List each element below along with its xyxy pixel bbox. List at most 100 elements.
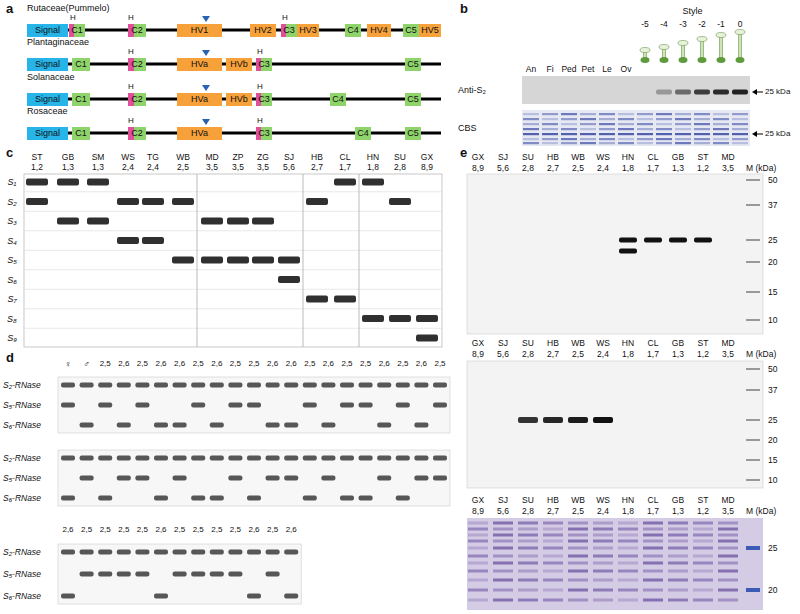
dna-band [362, 315, 384, 322]
protein-band [694, 138, 710, 140]
dna-band [154, 423, 168, 428]
lane-name: WS [596, 153, 610, 162]
protein-band [675, 138, 691, 140]
protein-band [543, 555, 563, 558]
pcr-gel [58, 450, 450, 506]
protein-band [656, 113, 672, 115]
axis-title: Style [682, 7, 702, 16]
protein-band [561, 128, 577, 130]
protein-band [518, 570, 538, 573]
protein-band [523, 133, 539, 135]
site-triangle [202, 85, 210, 91]
genotype: 2,6 [211, 360, 222, 368]
genotype: 2,5 [137, 526, 148, 534]
protein-band [542, 138, 558, 140]
protein-band [732, 123, 748, 125]
dna-band [87, 179, 109, 186]
protein-band [518, 547, 538, 550]
domain-label: C4 [332, 93, 344, 106]
genotype: 5,6 [497, 164, 509, 173]
dna-band [247, 550, 261, 555]
dna-band [340, 403, 354, 408]
allele-label: S₃ [7, 217, 17, 226]
dna-band [247, 594, 261, 599]
allele-label: S₅ [7, 256, 17, 265]
protein-band [543, 570, 563, 573]
genotype: 2,5 [81, 526, 92, 534]
gel-divider [24, 230, 442, 231]
genotype: 2,8 [522, 507, 534, 516]
domain-box: C5 [405, 127, 421, 140]
dna-band [284, 456, 298, 461]
protein-band [668, 570, 688, 573]
lane-name: WB [571, 339, 585, 348]
protein-band [568, 547, 588, 550]
size-marker: 37 [768, 386, 777, 395]
genotype: 2,4 [597, 164, 609, 173]
genotype: 5,6 [497, 350, 509, 359]
family-name: Rutaceae(Pummelo) [27, 4, 110, 13]
genotype: 2,5 [100, 526, 111, 534]
size-marker: 10 [768, 476, 777, 485]
genotype: 2,5 [100, 360, 111, 368]
allele-label: S₉ [7, 334, 17, 343]
histidine-mark: H [257, 117, 263, 125]
lane-name: GB [62, 153, 74, 162]
protein-band [518, 579, 538, 582]
protein-band [468, 570, 488, 573]
domain-box: HVa [177, 127, 222, 140]
protein-band [468, 562, 488, 565]
protein-band [561, 123, 577, 125]
domain-label: C5 [407, 127, 419, 140]
arrow-line [756, 134, 763, 135]
dna-band [135, 476, 149, 481]
dna-band [210, 423, 224, 428]
genotype: 2,6 [155, 360, 166, 368]
genotype: 2,6 [267, 360, 278, 368]
genotype: 1,7 [339, 163, 351, 172]
dna-band [247, 496, 261, 501]
genotype: 2,5 [248, 360, 259, 368]
domain-label: C4 [347, 24, 359, 37]
lane-label: Ped [561, 65, 576, 74]
protein-band [561, 142, 577, 144]
lane-name: SJ [498, 496, 508, 505]
genotype: 1,7 [647, 164, 659, 173]
dna-band [191, 496, 205, 501]
protein-band [618, 599, 638, 602]
genotype: 2,7 [311, 163, 323, 172]
protein-band [669, 238, 687, 243]
protein-band [599, 142, 615, 144]
protein-band [618, 528, 638, 531]
marker-band [746, 261, 760, 263]
dna-band [210, 496, 224, 501]
genotype: 1,7 [647, 350, 659, 359]
ovary-base [660, 57, 669, 63]
stained-gel [467, 518, 763, 610]
protein-band [637, 142, 653, 144]
genotype: 8,9 [472, 507, 484, 516]
gene-label: S₆-RNase [3, 592, 41, 601]
protein-band [713, 133, 729, 135]
domain-box: HVb [226, 58, 252, 71]
stained-gel [522, 110, 750, 146]
protein-band [618, 128, 634, 130]
domain-box: HV2 [250, 24, 276, 37]
protein-band [518, 599, 538, 602]
dna-band [61, 383, 75, 388]
protein-band [599, 138, 615, 140]
protein-band [593, 555, 613, 558]
protein-band [468, 534, 488, 537]
marker-band [746, 239, 760, 241]
protein-band [523, 138, 539, 140]
gel-divider [24, 191, 442, 192]
lane-name: CL [648, 153, 659, 162]
protein-band [694, 128, 710, 130]
domain-label: C2 [131, 58, 143, 71]
lane-name: ZG [257, 153, 269, 162]
allele-label: S₁ [8, 178, 17, 187]
genotype: 2,6 [118, 360, 129, 368]
domain-label: HV5 [421, 24, 439, 37]
protein-band [518, 528, 538, 531]
protein-band [618, 118, 634, 120]
